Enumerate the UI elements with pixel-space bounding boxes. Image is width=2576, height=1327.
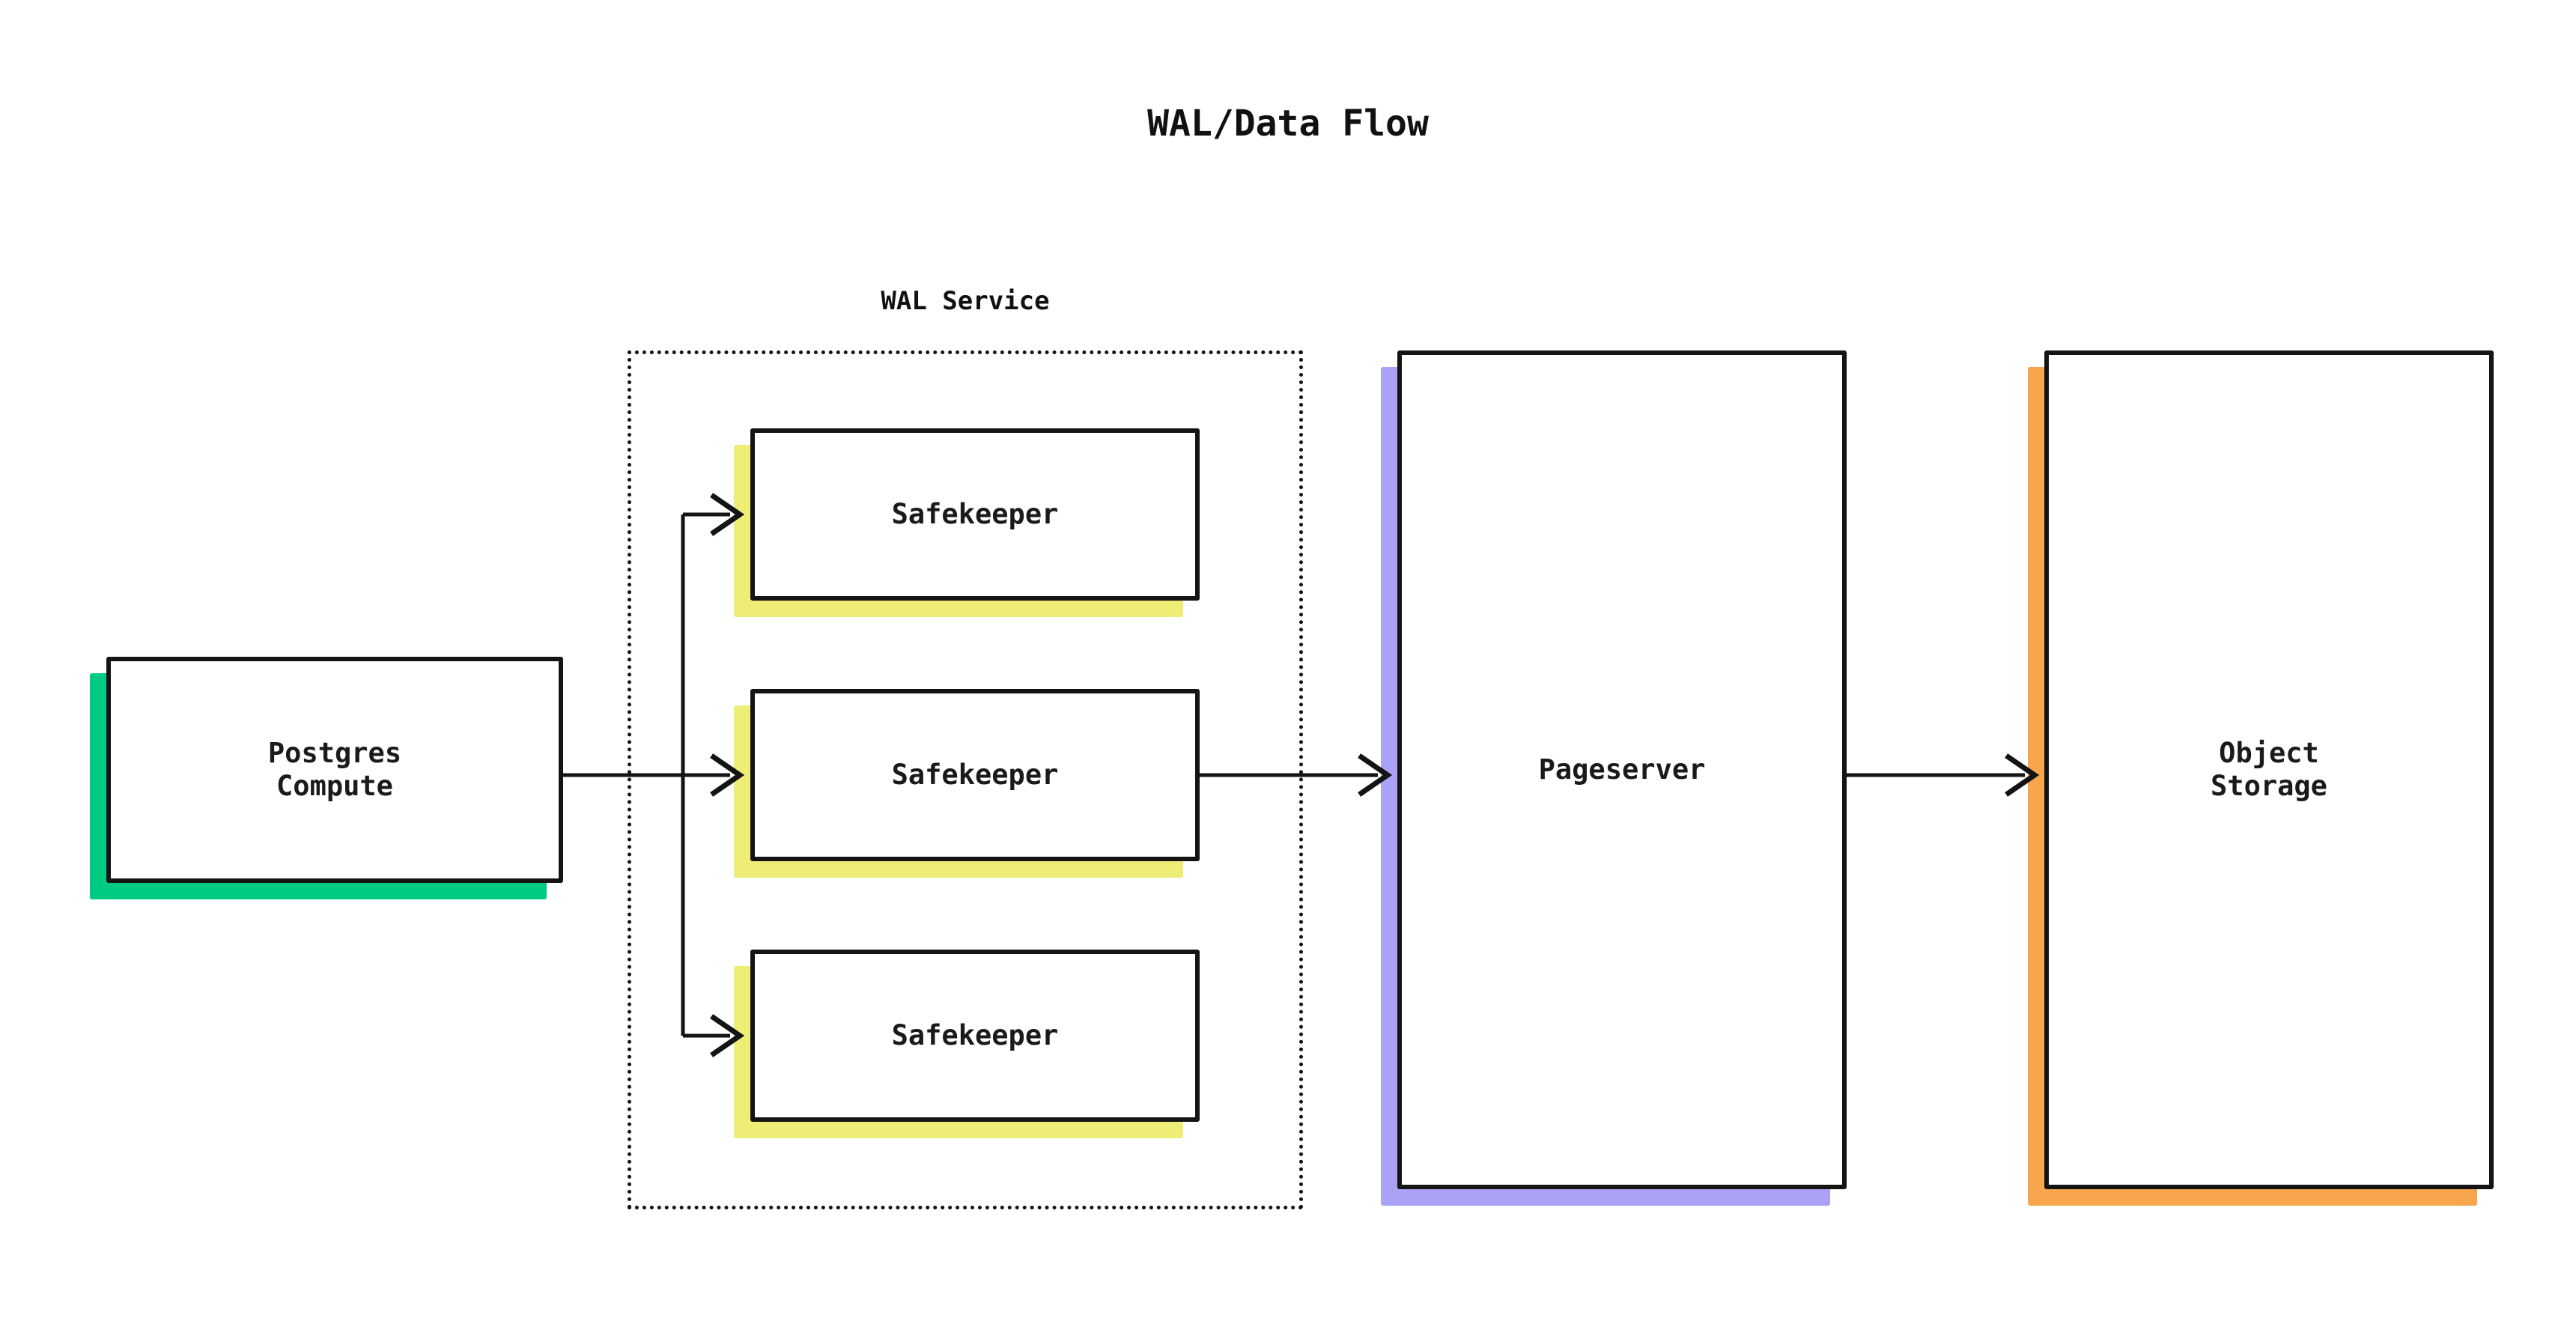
node-face-object-storage: Object Storage (2044, 350, 2494, 1189)
node-face-safekeeper-3: Safekeeper (750, 950, 1200, 1122)
node-pageserver[interactable]: Pageserver (1381, 350, 1847, 1206)
cluster-box-wal-service (628, 350, 1303, 1209)
node-face-safekeeper-1: Safekeeper (750, 428, 1200, 601)
node-postgres-compute[interactable]: Postgres Compute (90, 657, 563, 899)
node-label-safekeeper-1: Safekeeper (891, 498, 1059, 531)
node-label-pageserver: Pageserver (1538, 753, 1706, 786)
node-face-safekeeper-2: Safekeeper (750, 689, 1200, 861)
page-title: WAL/Data Flow (1147, 103, 1429, 145)
node-face-postgres: Postgres Compute (106, 657, 563, 883)
node-face-pageserver: Pageserver (1397, 350, 1847, 1189)
cluster-label-wal-service: WAL Service (881, 286, 1050, 316)
node-label-postgres-compute: Postgres Compute (267, 737, 402, 802)
node-safekeeper-2[interactable]: Safekeeper (734, 689, 1200, 878)
node-object-storage[interactable]: Object Storage (2028, 350, 2494, 1206)
node-label-safekeeper-2: Safekeeper (891, 759, 1059, 792)
node-safekeeper-1[interactable]: Safekeeper (734, 428, 1200, 617)
node-label-object-storage: Object Storage (2211, 737, 2327, 802)
node-safekeeper-3[interactable]: Safekeeper (734, 950, 1200, 1138)
node-label-safekeeper-3: Safekeeper (891, 1019, 1059, 1052)
